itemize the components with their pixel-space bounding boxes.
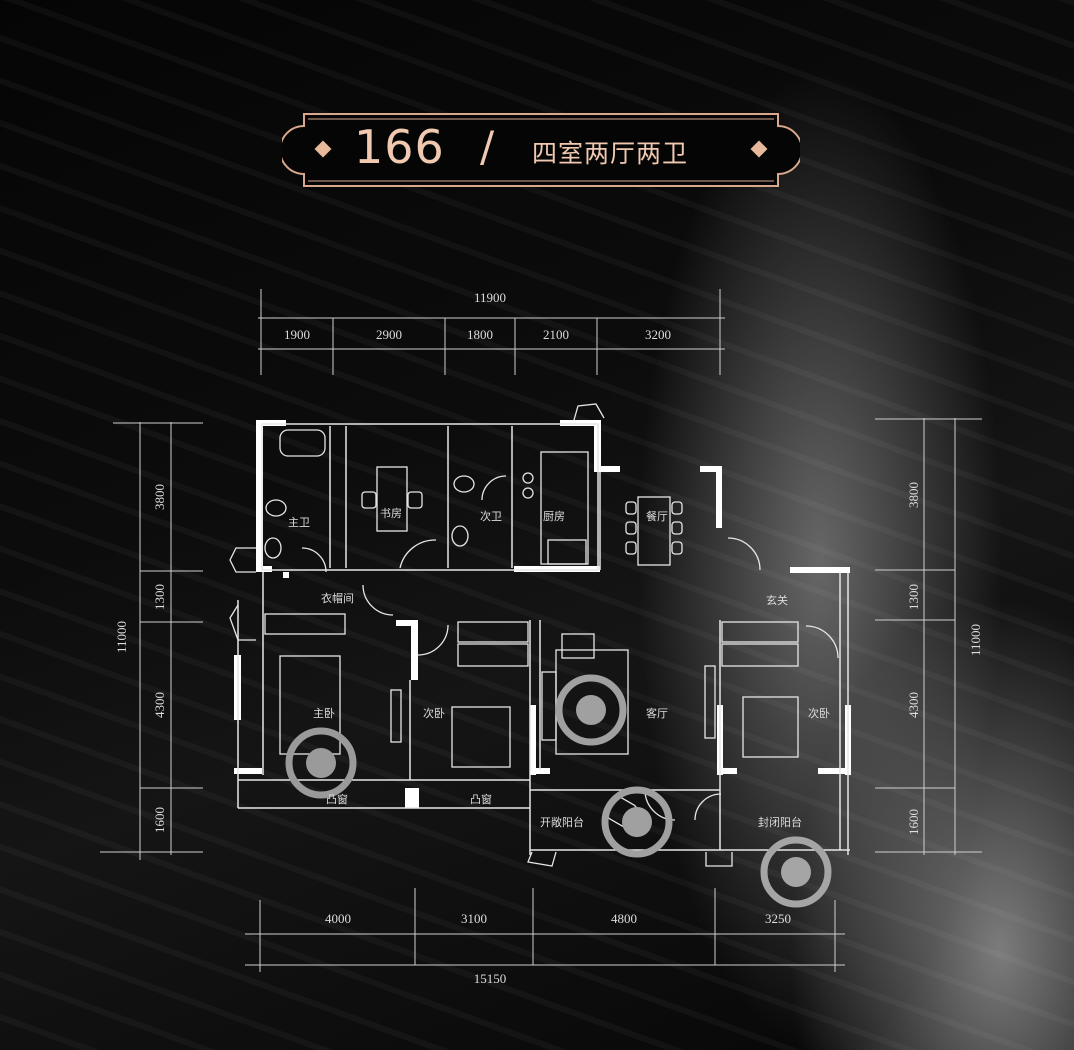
sink-icon <box>264 537 282 559</box>
top-dim-4: 2100 <box>543 327 569 342</box>
wardrobe-icon <box>264 613 346 635</box>
right-total-dim: 11000 <box>968 624 983 656</box>
room-label-master-bath: 主卫 <box>288 516 310 529</box>
toilet-icon <box>453 475 475 493</box>
top-dimension-lines <box>258 289 725 375</box>
room-label-bay-window-mid: 凸窗 <box>470 792 492 806</box>
bed-icon <box>742 696 799 758</box>
hotspot-marker-living-room <box>555 674 627 746</box>
left-dim-4: 1600 <box>152 807 167 833</box>
title-separator: / <box>480 122 495 171</box>
room-label-second-bath: 次卫 <box>480 509 502 523</box>
title-plate: 166 / 四室两厅两卫 <box>282 112 800 188</box>
master-bed-icon <box>279 655 341 755</box>
title-frame <box>282 113 800 187</box>
sink-icon <box>451 525 469 547</box>
hotspot-marker-closed-balcony <box>760 836 832 908</box>
bathtub-icon <box>279 429 326 457</box>
room-label-cloakroom: 衣帽间 <box>321 591 354 605</box>
right-dim-3: 4300 <box>906 692 921 718</box>
left-dim-2: 1300 <box>152 584 167 610</box>
top-dim-5: 3200 <box>645 327 671 342</box>
bed-icon <box>451 706 511 768</box>
bottom-total-dim: 15150 <box>474 971 507 986</box>
left-dim-3: 4300 <box>152 692 167 718</box>
toilet-icon <box>265 499 287 517</box>
area-number: 166 <box>354 120 445 174</box>
room-label-study: 书房 <box>380 507 402 520</box>
layout-type: 四室两厅两卫 <box>532 139 689 168</box>
left-dim-1: 3800 <box>152 484 167 510</box>
room-label-living-room: 客厅 <box>646 706 668 720</box>
diamond-right-icon <box>750 140 768 158</box>
right-dim-2: 1300 <box>906 584 921 610</box>
right-dim-4: 1600 <box>906 809 921 835</box>
room-label-kitchen: 厨房 <box>543 510 565 523</box>
right-dimension-lines <box>875 418 982 855</box>
room-label-dining: 餐厅 <box>646 509 668 523</box>
dining-table-icon <box>637 496 671 566</box>
top-dim-2: 2900 <box>376 327 402 342</box>
bottom-dim-3: 4800 <box>611 911 637 926</box>
top-dim-3: 1800 <box>467 327 493 342</box>
wardrobe-icon <box>721 621 799 643</box>
room-label-second-bedroom-left: 次卧 <box>423 706 445 720</box>
thin-walls <box>237 423 850 855</box>
right-dim-1: 3800 <box>906 482 921 508</box>
bottom-dimension-lines <box>245 888 845 972</box>
room-label-master-bedroom: 主卧 <box>313 707 335 720</box>
room-label-second-bedroom-right: 次卧 <box>808 706 830 720</box>
top-dim-1: 1900 <box>284 327 310 342</box>
hotspot-marker-master-bedroom <box>285 727 357 799</box>
wardrobe-icon <box>457 621 529 643</box>
room-label-open-balcony: 开敞阳台 <box>540 815 584 829</box>
left-dimension-lines <box>100 422 203 860</box>
room-label-entrance: 玄关 <box>766 593 788 607</box>
room-label-bay-window-left: 凸窗 <box>326 792 348 806</box>
door-arcs <box>301 475 839 821</box>
hotspot-markers <box>285 674 832 908</box>
top-total-dim: 11900 <box>474 290 506 305</box>
room-label-closed-balcony: 封闭阳台 <box>758 815 802 829</box>
tv-unit-icon <box>390 689 402 743</box>
bottom-dim-1: 4000 <box>325 911 351 926</box>
bottom-dim-4: 3250 <box>765 911 791 926</box>
bottom-dim-2: 3100 <box>461 911 487 926</box>
left-total-dim: 11000 <box>114 621 129 653</box>
desk-icon <box>376 466 408 532</box>
tv-unit-icon <box>704 665 716 739</box>
hotspot-marker-open-balcony <box>601 786 673 858</box>
bay-windows <box>229 403 733 867</box>
